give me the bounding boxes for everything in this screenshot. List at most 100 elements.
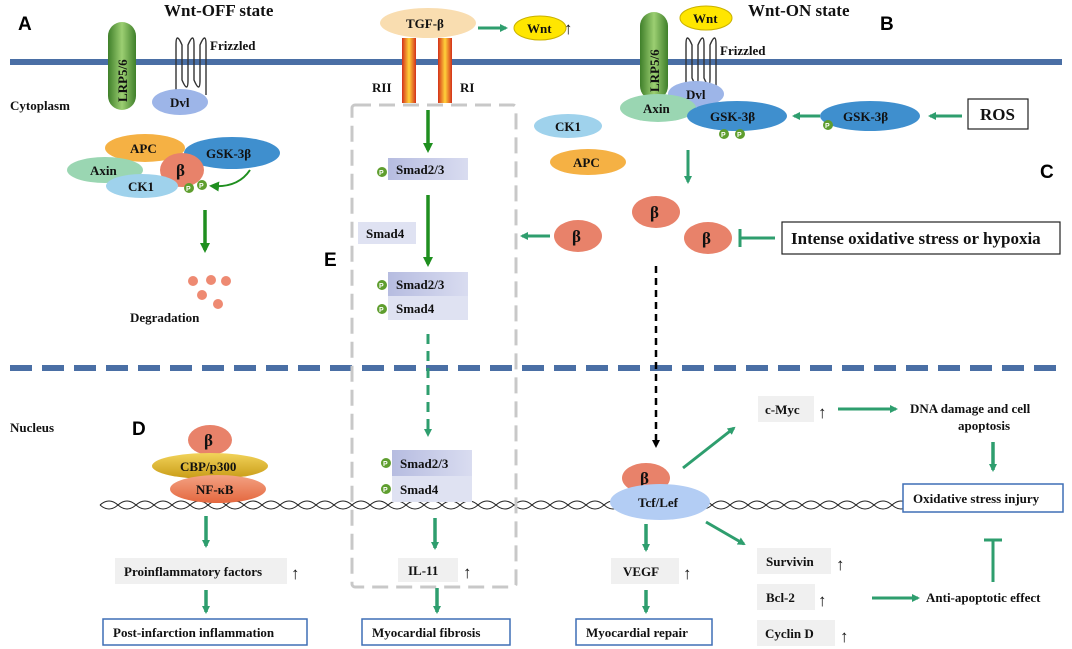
cbp-p300-label: CBP/p300 [180,459,236,474]
repair-box [575,618,713,646]
gsk-free-phospho [823,120,833,130]
smad23-c-phospho [381,458,391,468]
smad23-b [388,272,468,296]
panel-label-c: C [1040,162,1054,183]
panel-label-b: B [880,14,894,35]
smad4-b [388,296,468,320]
dvl-on-label: Dvl [686,87,706,102]
smad4-b-phospho [377,304,387,314]
cyclin-label: Cyclin D [765,626,814,641]
axin-on-label: Axin [643,101,671,116]
gsk-off-label: GSK-3β [206,146,251,161]
rii-label: RII [372,80,392,95]
smad4-free [358,222,416,244]
tcf-to-survivin-arrow [705,520,746,546]
wnt-on [679,5,733,31]
beta-off-label: β [176,161,185,180]
lrp-off-label: LRP5/6 [115,59,130,102]
tgf-beta-label: TGF-β [406,16,444,31]
gsk-bound-phospho-2 [735,129,745,139]
bcl2-label: Bcl-2 [766,590,795,605]
inflammation-label: Post-infarction inflammation [113,625,275,640]
apc-off-label: APC [130,141,157,156]
beta-free-2 [554,220,602,252]
gsk-free-label: GSK-3β [843,109,888,124]
smad23-a-phospho-label: P [379,170,384,177]
lrp-on-label: LRP5/6 [647,49,662,92]
frizzled-off-icon [175,37,207,95]
proinflammatory-label: Proinflammatory factors [124,564,262,579]
apc-on [550,149,626,175]
nucleus-label: Nucleus [10,420,54,435]
phospho-off-2 [197,180,207,190]
bcl2-box [757,584,815,610]
beta-free-3-label: β [702,229,711,248]
beta-off [160,153,204,187]
gsk-free-phospho-label: P [825,123,830,130]
smad23-c [392,450,472,476]
myc-label: c-Myc [765,402,800,417]
ri-receptor [438,38,452,103]
ros-label: ROS [980,105,1015,124]
ri-label: RI [460,80,474,95]
phospho-off-1 [184,183,194,193]
beta-free-2-label: β [572,227,581,246]
panel-e-dashed-box [350,103,518,589]
proinflammatory-up-arrow: ↑ [291,564,300,583]
gsk-off [184,137,280,169]
proinflammatory-box [115,558,287,584]
gsk-bound-phospho-2-label: P [737,132,742,139]
cytoplasm-label: Cytoplasm [10,98,70,113]
il11-up-arrow: ↑ [463,563,472,582]
vegf-up-arrow: ↑ [683,564,692,583]
panel-label-e: E [324,250,337,271]
gsk-on-bound [687,101,787,131]
myc-box [758,396,814,422]
nf-kb-label: NF-κB [196,482,234,497]
gsk-free [820,101,920,131]
vegf-label: VEGF [623,564,659,579]
wnt-on-title: Wnt-ON state [748,1,850,20]
smad23-b-label: Smad2/3 [396,277,445,292]
lrp-off-receptor [108,22,136,110]
il11-box [398,558,458,582]
dna-strand-complement [99,500,1001,510]
cyclin-box [757,620,835,646]
smad4-c-phospho [381,484,391,494]
beta-nuclear-label: β [640,469,649,488]
wnt-on-label: Wnt [693,11,718,26]
axin-on [620,94,696,122]
frizzled-on-icon [685,37,717,90]
lrp-on-receptor [640,12,668,100]
smad23-a-phospho [377,167,387,177]
frizzled-off-label: Frizzled [210,38,256,53]
smad4-c-phospho-label: P [383,487,388,494]
beta-d [188,425,232,455]
dvl-off [152,89,208,115]
degradation-fragments [188,275,231,309]
phospho-off-1-label: P [186,186,191,193]
frizzled-on-label: Frizzled [720,43,766,58]
apc-off [105,134,185,162]
gsk-on-bound-label: GSK-3β [710,109,755,124]
stress-box [781,221,1061,255]
smad4-free-label: Smad4 [366,226,405,241]
wnt-up-arrow: ↑ [564,19,573,38]
inflammation-box [102,618,308,646]
phospho-off-2-label: P [199,183,204,190]
smad4-b-phospho-label: P [379,307,384,314]
gsk-bound-phospho-1 [719,129,729,139]
survivin-label: Survivin [766,554,814,569]
dvl-off-label: Dvl [170,95,190,110]
il11-label: IL-11 [408,563,438,578]
vegf-box [611,558,679,584]
smad23-b-phospho-label: P [379,283,384,290]
rii-receptor [402,38,416,103]
dna-damage-label-line2: apoptosis [958,418,1010,433]
anti-apoptotic-label: Anti-apoptotic effect [926,590,1041,605]
phosphorylation-arrow [209,169,251,192]
smad4-c-label: Smad4 [400,482,439,497]
beta-free-1 [632,196,680,228]
smad4-c [392,476,472,502]
